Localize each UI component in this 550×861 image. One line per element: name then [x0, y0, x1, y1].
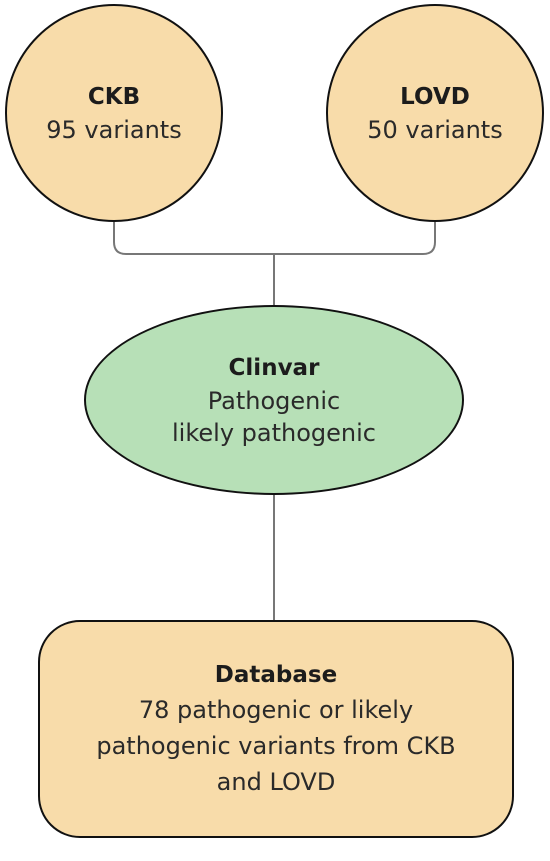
database-title: Database [214, 662, 338, 688]
database-line-3: and LOVD [216, 768, 336, 796]
ckb-source-node: CKB 95 variants [5, 4, 223, 222]
ckb-variant-count: 95 variants [46, 116, 182, 144]
database-output-node: Database 78 pathogenic or likely pathoge… [38, 620, 514, 838]
clinvar-line-2: likely pathogenic [172, 419, 376, 447]
database-line-1: 78 pathogenic or likely [138, 696, 414, 724]
clinvar-filter-node: Clinvar Pathogenic likely pathogenic [84, 305, 464, 495]
clinvar-line-1: Pathogenic [207, 387, 341, 415]
ckb-title: CKB [87, 84, 141, 110]
lovd-variant-count: 50 variants [367, 116, 503, 144]
connector-ckb-to-junction [113, 222, 274, 255]
lovd-title: LOVD [400, 84, 470, 110]
lovd-source-node: LOVD 50 variants [326, 4, 544, 222]
connector-lovd-to-junction [274, 222, 436, 255]
database-line-2: pathogenic variants from CKB [96, 732, 456, 760]
clinvar-title: Clinvar [228, 355, 320, 381]
